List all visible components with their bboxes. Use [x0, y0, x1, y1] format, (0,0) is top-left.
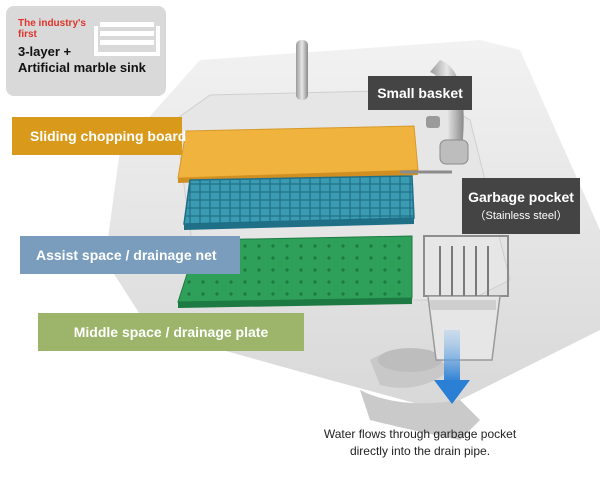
- water-flow-arrow: [434, 330, 470, 404]
- label-small-basket: Small basket: [368, 76, 472, 110]
- label-garbage-pocket: Garbage pocket （Stainless steel）: [462, 178, 580, 234]
- caption-line-1: Water flows through garbage pocket: [323, 427, 517, 441]
- drainage-net: [183, 175, 415, 230]
- label-middle-space: Middle space / drainage plate: [38, 313, 304, 351]
- badge-line-artificial-marble: Artificial marble sink: [18, 60, 146, 75]
- badge-line-3-layer: 3-layer +: [18, 44, 72, 59]
- sliding-chopping-board: [177, 125, 452, 183]
- label-sliding-chopping-board: Sliding chopping board: [12, 117, 186, 155]
- garbage-pocket-material: （Stainless steel）: [474, 210, 568, 222]
- first-3-layer-badge: The industry's first 3-layer + Artificia…: [6, 6, 166, 96]
- garbage-pocket-title: Garbage pocket: [468, 189, 574, 205]
- badge-first-text: The industry's first: [18, 18, 86, 40]
- badge-line-industrys: The industry's: [18, 18, 86, 29]
- water-flow-caption: Water flows through garbage pocket direc…: [300, 426, 540, 460]
- badge-main-text: 3-layer + Artificial marble sink: [18, 44, 146, 76]
- badge-line-first: first: [18, 29, 37, 40]
- caption-line-2: directly into the drain pipe.: [349, 444, 491, 458]
- label-assist-space: Assist space / drainage net: [20, 236, 240, 274]
- sink-icon: [94, 22, 160, 56]
